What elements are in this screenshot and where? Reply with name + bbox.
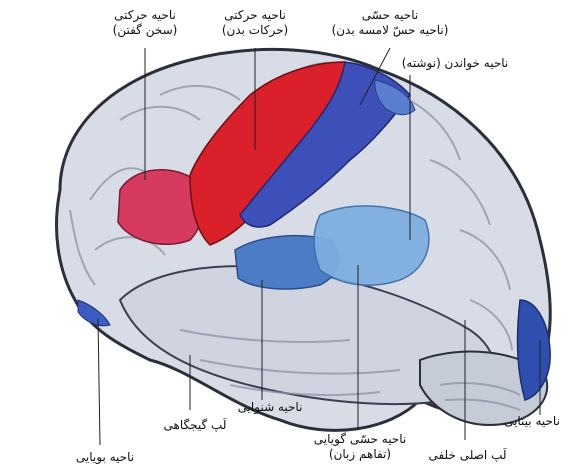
label-sensory-speech: ناحیه حسّی گویایی (تفاهم زبان) xyxy=(295,432,425,462)
label-auditory-line1: ناحیه شنوایی xyxy=(215,400,325,415)
label-sensory-speech-line1: ناحیه حسّی گویایی xyxy=(295,432,425,447)
label-motor-speech: ناحیه حرکتی (سخن گفتن) xyxy=(85,8,205,38)
label-visual: ناحیه بینایی xyxy=(492,414,572,429)
label-motor-speech-line2: (سخن گفتن) xyxy=(85,23,205,38)
label-sensory-touch-line2: (ناحیه حسّ لامسه بدن) xyxy=(315,23,465,38)
label-sensory-speech-line2: (تفاهم زبان) xyxy=(295,447,425,462)
label-reading-line1: ناحیه خواندن (نوشته) xyxy=(380,56,530,71)
label-occipital-line1: لَپ اصلی خلفی xyxy=(420,448,515,463)
label-motor-speech-line1: ناحیه حرکتی xyxy=(85,8,205,23)
label-motor-body-line2: (حرکات بدن) xyxy=(195,23,315,38)
label-auditory: ناحیه شنوایی xyxy=(215,400,325,415)
sensory-speech-region xyxy=(314,206,429,285)
label-sensory-touch: ناحیه حسّی (ناحیه حسّ لامسه بدن) xyxy=(315,8,465,38)
label-sensory-touch-line1: ناحیه حسّی xyxy=(315,8,465,23)
label-occipital: لَپ اصلی خلفی xyxy=(420,448,515,463)
label-reading: ناحیه خواندن (نوشته) xyxy=(380,56,530,71)
label-temporal-line1: لَپ گیجگاهی xyxy=(140,418,250,433)
label-olfactory-line1: ناحیه بویایی xyxy=(50,450,160,465)
label-visual-line1: ناحیه بینایی xyxy=(492,414,572,429)
label-motor-body: ناحیه حرکتی (حرکات بدن) xyxy=(195,8,315,38)
label-motor-body-line1: ناحیه حرکتی xyxy=(195,8,315,23)
label-temporal: لَپ گیجگاهی xyxy=(140,418,250,433)
label-olfactory: ناحیه بویایی xyxy=(50,450,160,465)
